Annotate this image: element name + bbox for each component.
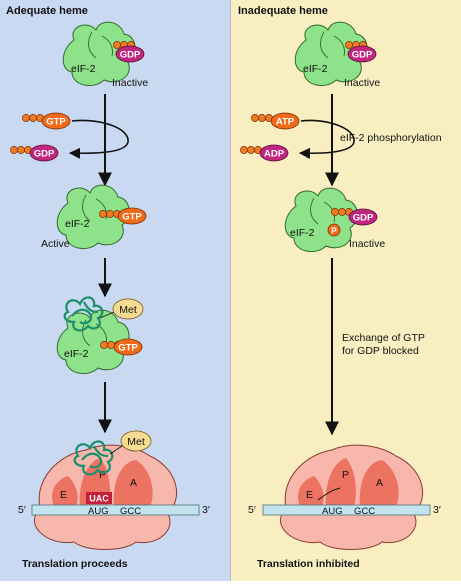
right-exchange-outgoing: ADP xyxy=(264,149,285,160)
left-top-protein-label: eIF-2 xyxy=(71,63,96,75)
left-active-state: Active xyxy=(41,238,70,250)
site-a-icon xyxy=(113,460,153,506)
left-caption: Translation proceeds xyxy=(22,558,128,570)
adp-dots-icon xyxy=(240,146,262,154)
left-active-complex: eIF-2 GTP Active xyxy=(41,184,147,250)
site-a-icon xyxy=(359,460,399,506)
right-exchange-label: eIF-2 phosphorylation xyxy=(340,132,442,144)
left-site-a: A xyxy=(130,477,137,489)
phosphate-dots-icon xyxy=(99,210,121,218)
right-ribosome: E P A AUG GCC 5′ 3′ xyxy=(248,444,441,550)
adp-pill-icon xyxy=(259,144,289,162)
left-charged-nucleotide: GTP xyxy=(118,343,138,354)
left-exchange: GTP GDP xyxy=(10,112,129,162)
right-top-protein-label: eIF-2 xyxy=(303,63,328,75)
left-charged-complex: Met eIF-2 GTP xyxy=(56,296,144,375)
gdp-pill-icon xyxy=(115,45,145,63)
right-5-prime: 5′ xyxy=(248,504,256,516)
anticodon-box xyxy=(86,492,112,504)
left-inactive-complex: eIF-2 GDP Inactive xyxy=(62,21,148,89)
right-phospho-p: P xyxy=(331,226,337,236)
mrna-strand xyxy=(31,504,200,516)
right-site-p: P xyxy=(342,469,349,481)
gdp-pill-icon xyxy=(347,45,377,63)
mrna-strand xyxy=(262,504,431,516)
site-e-icon xyxy=(297,476,324,506)
phosphate-p-icon xyxy=(327,223,341,237)
gtp-dots-icon xyxy=(22,114,44,122)
ribosome-small-subunit xyxy=(33,513,171,550)
left-5-prime: 5′ xyxy=(18,504,26,516)
left-title: Adequate heme xyxy=(6,5,88,17)
right-exchange-arrow xyxy=(298,119,355,159)
left-codon-1: AUG xyxy=(88,506,109,517)
left-ribosome-met: Met xyxy=(127,436,145,448)
met-amino-acid-icon xyxy=(120,430,152,452)
right-caption: Translation inhibited xyxy=(257,558,360,570)
left-site-p: P xyxy=(99,469,106,481)
gdp-dots-icon xyxy=(10,146,32,154)
gtp-pill-icon xyxy=(117,207,147,225)
right-inactive-complex: eIF-2 GDP Inactive xyxy=(294,21,380,89)
left-ribosome: E P A Met UAC AUG GCC 5′ 3′ xyxy=(18,430,210,550)
left-top-state: Inactive xyxy=(112,77,148,89)
gtp-pill-icon xyxy=(113,338,143,356)
left-exchange-outgoing: GDP xyxy=(34,149,55,160)
right-phospho-state: Inactive xyxy=(349,238,385,250)
right-top-nucleotide: GDP xyxy=(352,50,373,61)
atp-pill-icon xyxy=(270,112,300,130)
left-top-nucleotide: GDP xyxy=(120,50,141,61)
site-p-icon xyxy=(325,458,356,506)
right-codon-2: GCC xyxy=(354,506,375,517)
gdp-out-pill-icon xyxy=(29,144,59,162)
right-title: Inadequate heme xyxy=(238,5,328,17)
ribosome-small-subunit xyxy=(279,513,417,550)
right-top-state: Inactive xyxy=(344,77,380,89)
site-e-icon xyxy=(51,476,78,506)
left-codon-2: GCC xyxy=(120,506,141,517)
left-charged-protein-label: eIF-2 xyxy=(64,348,89,360)
atp-dots-icon xyxy=(251,114,273,122)
right-site-e: E xyxy=(306,489,313,501)
right-phospho-protein-label: eIF-2 xyxy=(290,227,315,239)
left-exchange-arrow xyxy=(68,119,129,159)
right-codon-1: AUG xyxy=(322,506,343,517)
left-anticodon: UAC xyxy=(89,494,109,504)
right-phospho-nucleotide: GDP xyxy=(353,213,374,224)
right-phospho-complex: eIF-2 P GDP Inactive xyxy=(284,187,385,253)
left-exchange-incoming: GTP xyxy=(46,117,66,128)
left-site-e: E xyxy=(60,489,67,501)
left-charged-met: Met xyxy=(119,304,137,316)
left-active-protein-label: eIF-2 xyxy=(65,218,90,230)
right-site-a: A xyxy=(376,477,383,489)
left-active-nucleotide: GTP xyxy=(122,212,142,223)
right-exchange-incoming: ATP xyxy=(276,117,295,128)
gdp-pill-icon xyxy=(348,208,378,226)
gtp-pill-icon xyxy=(41,112,71,130)
met-amino-acid-icon xyxy=(112,298,144,320)
right-blocked-note-2: for GDP blocked xyxy=(342,345,419,357)
right-exchange: ATP ADP eIF-2 phosphorylation xyxy=(240,112,442,162)
left-3-prime: 3′ xyxy=(202,504,210,516)
right-3-prime: 3′ xyxy=(433,504,441,516)
right-blocked-note-1: Exchange of GTP xyxy=(342,332,425,344)
